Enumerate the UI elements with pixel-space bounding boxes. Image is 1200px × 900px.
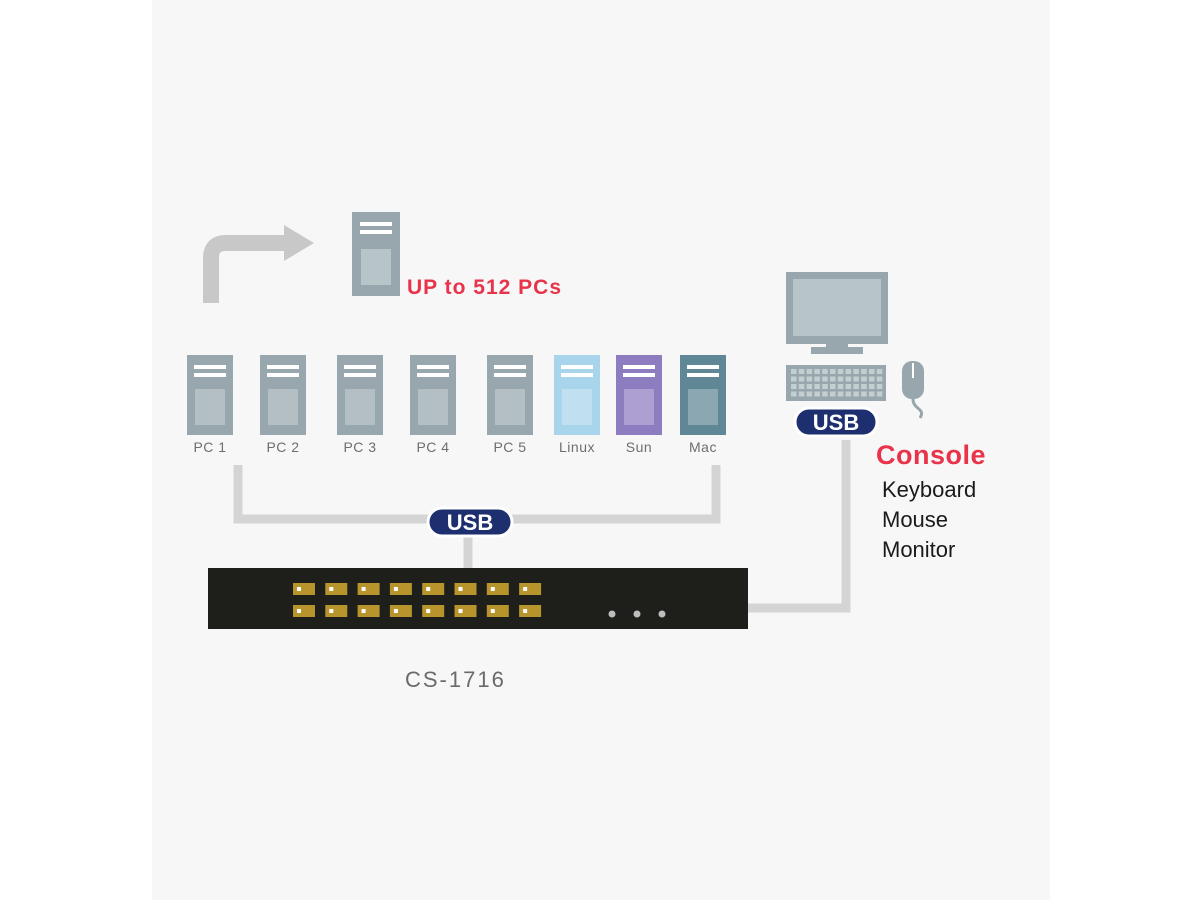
switch-port xyxy=(486,583,509,595)
usb-badge-icon: USB xyxy=(426,506,514,538)
switch-port xyxy=(422,583,445,595)
switch-port xyxy=(454,583,477,595)
computer-tower-icon xyxy=(410,355,456,435)
mouse-icon xyxy=(902,361,924,419)
computer-row xyxy=(187,355,726,435)
computer-label: PC 2 xyxy=(266,439,300,455)
console-item-keyboard: Keyboard xyxy=(882,477,977,502)
switch-port xyxy=(519,605,542,617)
computer-tower-icon xyxy=(554,355,600,435)
computer-label: PC 3 xyxy=(343,439,377,455)
switch-port xyxy=(519,583,542,595)
diagram-background xyxy=(152,0,1050,900)
computer-label: Linux xyxy=(559,439,595,455)
switch-led xyxy=(658,610,666,618)
console-item-mouse: Mouse xyxy=(882,507,949,532)
console-title: Console xyxy=(876,440,987,470)
computer-tower-icon xyxy=(680,355,726,435)
server-tower-icon xyxy=(352,212,400,296)
switch-port xyxy=(486,605,509,617)
switch-port xyxy=(325,583,348,595)
computer-tower-icon xyxy=(187,355,233,435)
switch-port xyxy=(389,605,412,617)
switch-port xyxy=(293,605,315,617)
switch-port xyxy=(325,605,348,617)
switch-led xyxy=(608,610,616,618)
computer-tower-icon xyxy=(337,355,383,435)
max-pcs-caption: UP to 512 PCs xyxy=(407,276,563,299)
computer-tower-icon xyxy=(487,355,533,435)
switch-port xyxy=(422,605,445,617)
switch-port xyxy=(357,583,380,595)
computer-label: Sun xyxy=(625,439,653,455)
computer-label: PC 1 xyxy=(193,439,227,455)
switch-port xyxy=(293,583,315,595)
usb-badge-label: USB xyxy=(447,510,493,535)
computer-label: Mac xyxy=(689,439,717,455)
computer-tower-icon xyxy=(260,355,306,435)
usb-badge-label: USB xyxy=(813,410,859,435)
keyboard-icon xyxy=(786,365,886,401)
computer-tower-icon xyxy=(616,355,662,435)
switch-led xyxy=(633,610,641,618)
switch-port xyxy=(454,605,477,617)
kvm-switch-icon xyxy=(208,568,748,629)
console-item-monitor: Monitor xyxy=(882,537,956,562)
switch-port xyxy=(389,583,412,595)
computer-label: PC 4 xyxy=(416,439,450,455)
computer-label: PC 5 xyxy=(493,439,527,455)
switch-model-label: CS-1716 xyxy=(405,667,506,692)
usb-badge-icon: USB xyxy=(793,406,879,438)
switch-port xyxy=(357,605,380,617)
console-cable xyxy=(748,440,851,613)
arrow-icon xyxy=(203,225,314,303)
monitor-icon xyxy=(786,272,888,354)
